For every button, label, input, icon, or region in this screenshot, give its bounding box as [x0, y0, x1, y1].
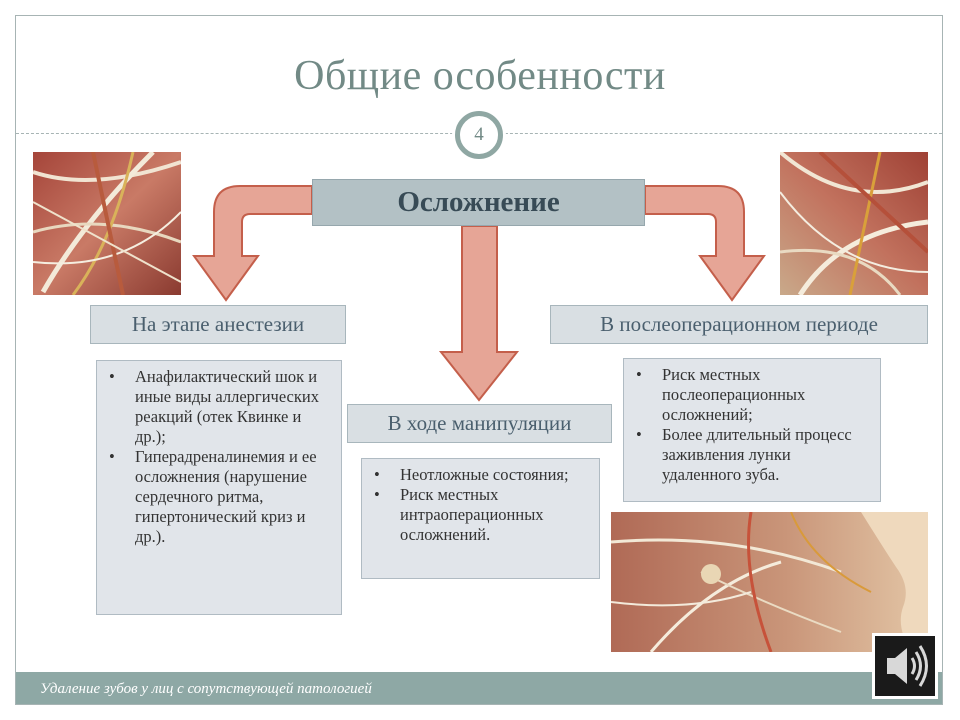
list-item: Риск местных интраоперационных осложнени… [372, 485, 591, 545]
branch-header-manipulation: В ходе манипуляции [347, 404, 612, 443]
footer-bar [16, 672, 942, 704]
slide-frame [15, 15, 943, 705]
branch-header-postoperative: В послеоперационном периоде [550, 305, 928, 344]
branch-list-postoperative: Риск местных послеоперационных осложнени… [623, 358, 881, 502]
list-item: Гиперадреналинемия и ее осложнения (нару… [107, 447, 333, 547]
branch-title: В ходе манипуляции [387, 411, 572, 435]
page-number: 4 [474, 124, 484, 145]
page-number-badge: 4 [455, 111, 503, 159]
branch-header-anesthesia: На этапе анестезии [90, 305, 346, 344]
list-item: Неотложные состояния; [372, 465, 591, 485]
anatomy-image-bottom-right [611, 512, 928, 652]
branch-list-manipulation: Неотложные состояния; Риск местных интра… [361, 458, 600, 579]
footer-text: Удаление зубов у лиц с сопутствующей пат… [40, 681, 372, 697]
slide-title: Общие особенности [294, 53, 666, 99]
anatomy-image-top-left [33, 152, 181, 295]
branch-title: На этапе анестезии [131, 312, 305, 336]
arrow-left [192, 185, 313, 302]
branch-list-anesthesia: Анафилактический шок и иные виды аллерги… [96, 360, 342, 615]
diagram-center-box: Осложнение [312, 179, 645, 226]
arrow-down [438, 225, 520, 402]
speaker-icon[interactable] [872, 633, 938, 699]
list-item: Анафилактический шок и иные виды аллерги… [107, 367, 333, 447]
diagram-center-label: Осложнение [397, 186, 560, 218]
list-item: Риск местных послеоперационных осложнени… [634, 365, 872, 425]
arrow-right [644, 185, 766, 302]
anatomy-image-top-right [780, 152, 928, 295]
list-item: Более длительный процесс заживления лунк… [634, 425, 872, 485]
branch-title: В послеоперационном периоде [600, 312, 878, 336]
